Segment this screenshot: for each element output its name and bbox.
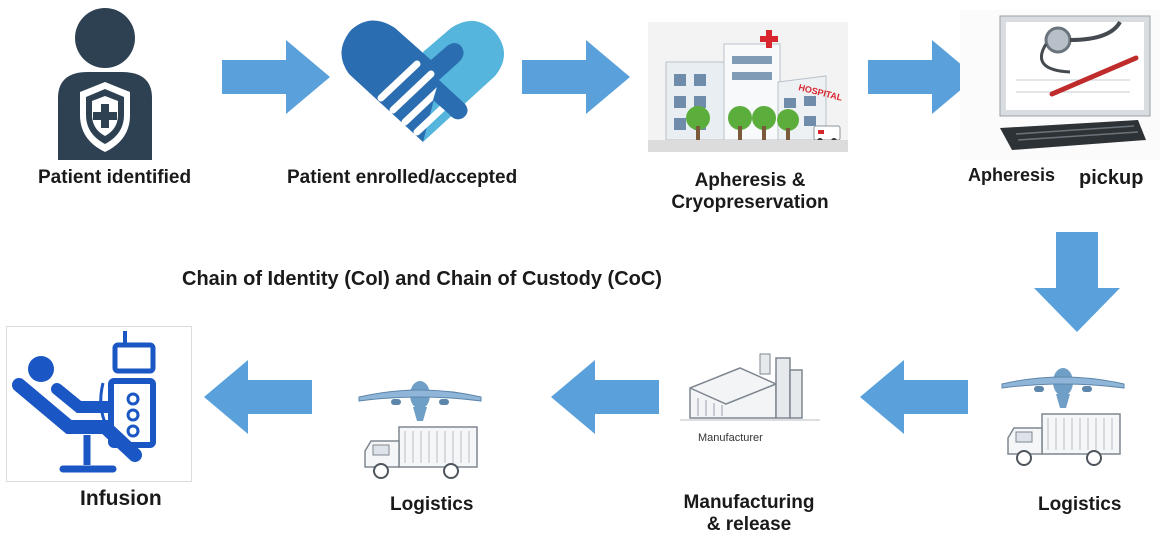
apheresis-pickup-image-tile (960, 10, 1160, 160)
apheresis-pickup-label-b: pickup (1079, 167, 1144, 189)
manufacturer-caption: Manufacturer (698, 432, 763, 444)
patient-enrolled-icon-tile (335, 14, 510, 146)
logistics-right-label: Logistics (1038, 494, 1122, 515)
patient-identified-label: Patient identified (38, 167, 192, 188)
logistics-right-icon-tile (998, 362, 1128, 474)
patient-enrolled-label: Patient enrolled/accepted (287, 167, 518, 188)
factory-icon (680, 353, 820, 421)
infusion-chair-icon (12, 331, 156, 473)
flow-arrow-right-1 (222, 40, 330, 114)
apheresis-label: Apheresis & Cryopreservation (670, 170, 830, 214)
flow-arrow-left-2 (551, 360, 659, 434)
flow-arrow-down (1034, 232, 1120, 332)
logistics-left-label: Logistics (390, 494, 474, 515)
manufacturer-icon-tile: Manufacturer (680, 348, 820, 458)
apheresis-label-line1: Apheresis & (694, 170, 806, 191)
manufacturing-label: Manufacturing & release (664, 492, 834, 533)
handshake-icon (341, 20, 504, 143)
chain-title: Chain of Identity (CoI) and Chain of Cus… (182, 268, 662, 290)
manufacturing-label-line2: & release (706, 514, 792, 533)
infusion-label: Infusion (80, 487, 162, 510)
infusion-image-tile (6, 326, 192, 482)
computer-stethoscope-icon (999, 15, 1151, 150)
hospital-icon: HOSPITAL (648, 30, 848, 152)
logistics-left-icon-tile (355, 375, 485, 487)
flow-arrow-left-3 (860, 360, 968, 434)
airplane-icon (1001, 368, 1125, 408)
patient-identified-icon-tile (30, 0, 180, 160)
truck-icon (1007, 413, 1121, 466)
hospital-image-tile: HOSPITAL (648, 22, 848, 152)
flow-arrow-right-2 (522, 40, 630, 114)
manufacturing-label-line1: Manufacturing (683, 492, 815, 513)
apheresis-pickup-label-a: Apheresis (968, 165, 1056, 185)
person-shield-icon (58, 8, 152, 160)
apheresis-label-line2: Cryopreservation (671, 192, 829, 213)
flow-arrow-left-1 (204, 360, 312, 434)
truck-icon (364, 426, 478, 479)
airplane-icon (358, 381, 482, 421)
flow-arrow-right-3 (868, 40, 976, 114)
